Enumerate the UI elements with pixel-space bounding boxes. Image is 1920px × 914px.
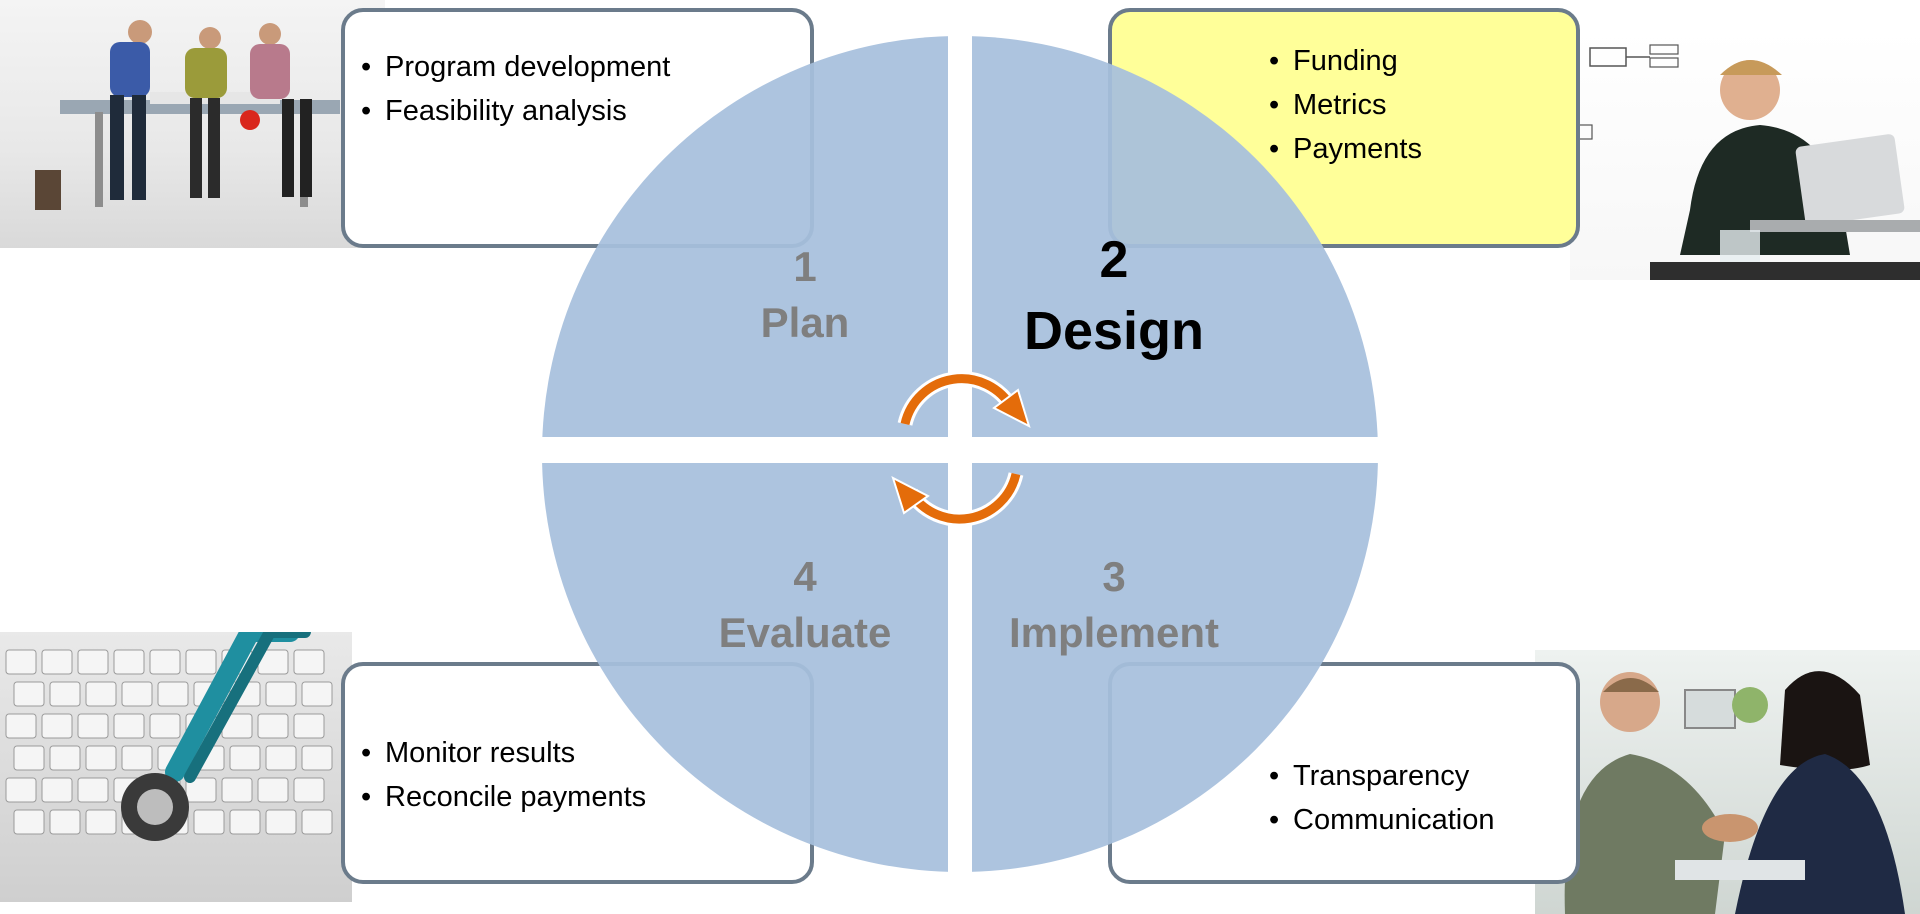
list-item: Feasibility analysis xyxy=(361,92,681,130)
design-number: 2 xyxy=(1099,231,1129,289)
list-item: Metrics xyxy=(1269,86,1569,124)
design-bullet-list: Funding Metrics Payments xyxy=(1269,42,1569,174)
list-item: Funding xyxy=(1269,42,1569,80)
list-item: Reconcile payments xyxy=(361,778,661,816)
stethoscope-on-keyboard-photo xyxy=(0,632,352,902)
plan-number: 1 xyxy=(793,243,817,290)
design-label: Design xyxy=(1023,301,1205,361)
implement-bullet-list: Transparency Communication xyxy=(1269,757,1569,845)
man-at-laptop-photo xyxy=(1570,30,1920,280)
list-item: Program development xyxy=(361,48,681,86)
plan-label: Plan xyxy=(760,299,850,346)
list-item: Payments xyxy=(1269,130,1569,168)
evaluate-label: Evaluate xyxy=(718,609,892,656)
implement-number: 3 xyxy=(1102,553,1126,600)
list-item: Communication xyxy=(1269,801,1569,839)
circular-arrows-icon xyxy=(891,371,1031,527)
implement-label: Implement xyxy=(1008,609,1220,656)
evaluate-number: 4 xyxy=(793,553,817,600)
list-item: Transparency xyxy=(1269,757,1569,795)
handshake-photo xyxy=(1535,650,1920,914)
team-at-table-photo xyxy=(0,0,385,248)
evaluate-bullet-list: Monitor results Reconcile payments xyxy=(361,734,661,822)
list-item: Monitor results xyxy=(361,734,661,772)
plan-bullet-list: Program development Feasibility analysis xyxy=(361,48,681,136)
